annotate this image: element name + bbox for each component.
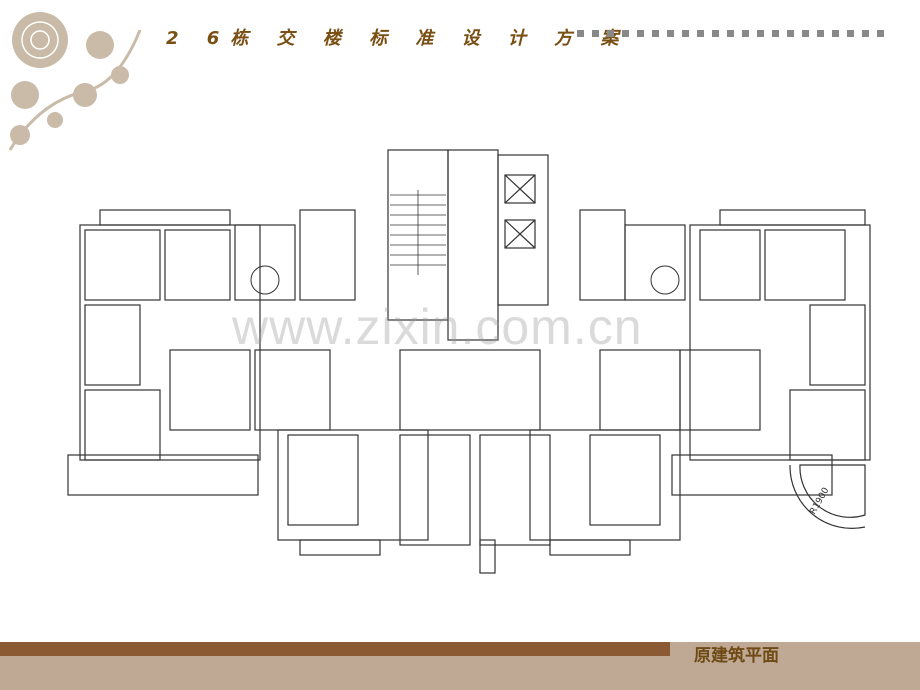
slide-title: 2 6栋 交 楼 标 准 设 计 方 案 (166, 28, 630, 49)
title-dotted-rule (577, 30, 884, 37)
plan-caption: 原建筑平面 (694, 646, 779, 666)
floor-plan: R1900 (67, 149, 871, 574)
watermark: www.zixin.com.cn (232, 299, 643, 355)
floral-ornament (8, 12, 142, 151)
footer-accent-bar (0, 642, 670, 656)
